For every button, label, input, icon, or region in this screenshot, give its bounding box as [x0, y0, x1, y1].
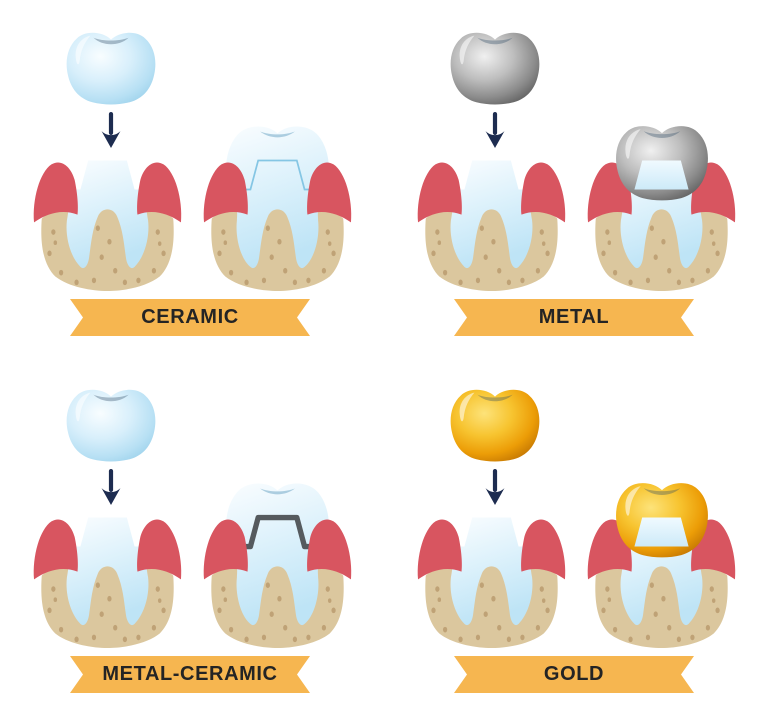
crown-type-label: CERAMIC [141, 306, 239, 328]
gold-crown-illustration [446, 383, 544, 467]
crown-type-label: METAL-CERAMIC [102, 663, 278, 685]
quadrant-gold: GOLD [384, 357, 768, 714]
metal-crown-shape [450, 32, 540, 105]
tooth-stub-overlay [634, 517, 689, 547]
ceramic-crown-shape [66, 389, 156, 462]
ceramic-crown-shape [66, 32, 156, 105]
crowned-tooth-illustration [200, 475, 355, 649]
crowned-tooth-illustration [584, 475, 739, 649]
crowned-tooth-illustration [584, 118, 739, 292]
label-ribbon: METAL [454, 299, 694, 336]
quadrant-metal-ceramic: METAL-CERAMIC [0, 357, 384, 714]
label-ribbon: GOLD [454, 656, 694, 693]
prepared-tooth-illustration [414, 475, 569, 649]
ceramic-crown-illustration [62, 26, 160, 110]
tooth-stub-overlay [634, 160, 689, 190]
crown-type-label: GOLD [543, 663, 605, 685]
crown-type-label: METAL [538, 306, 610, 328]
quadrant-metal: METAL [384, 0, 768, 357]
crowned-tooth-illustration [200, 118, 355, 292]
label-ribbon: CERAMIC [70, 299, 310, 336]
prepared-tooth-illustration [30, 118, 185, 292]
quadrant-ceramic: CERAMIC [0, 0, 384, 357]
gold-crown-shape [450, 389, 540, 462]
metal-crown-illustration [446, 26, 544, 110]
metal-ceramic-crown-illustration [62, 383, 160, 467]
prepared-tooth-illustration [30, 475, 185, 649]
label-ribbon: METAL-CERAMIC [70, 656, 310, 693]
prepared-tooth-illustration [414, 118, 569, 292]
